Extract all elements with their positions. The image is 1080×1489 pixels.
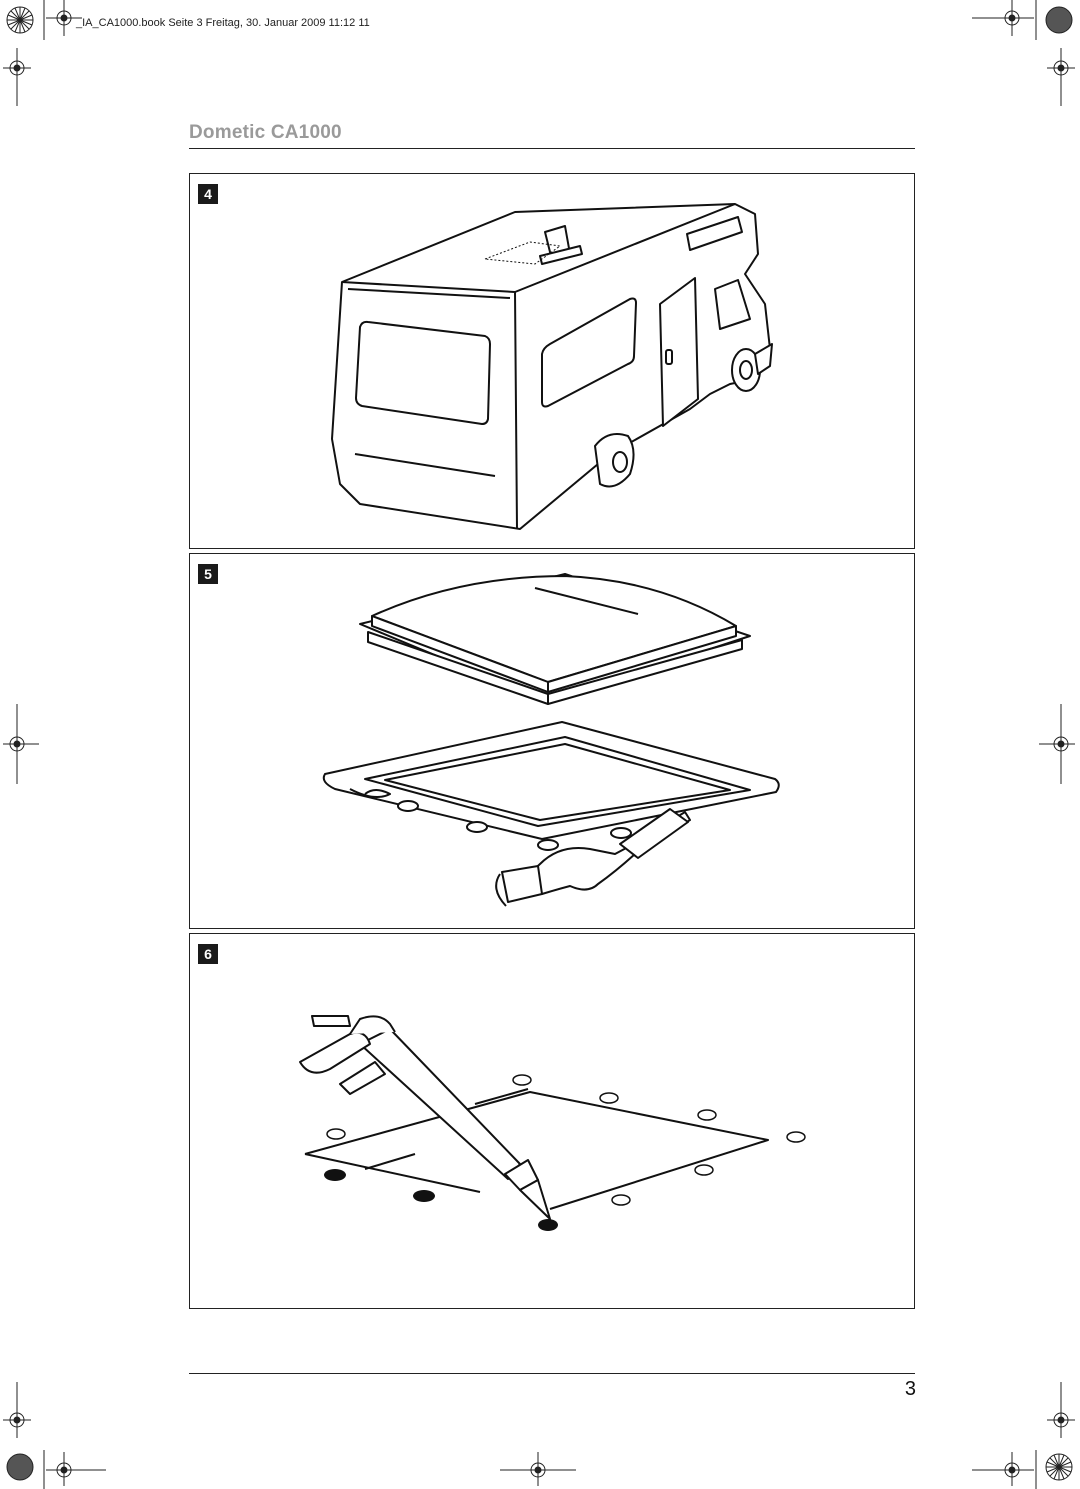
crosshair-icon — [46, 0, 82, 36]
crosshair-icon — [1047, 48, 1075, 106]
roof-hatch-and-frame-illustration — [322, 573, 780, 907]
crosshair-icon — [3, 48, 31, 106]
figure-number-badge: 5 — [198, 564, 218, 584]
print-slug-line: _IA_CA1000.book Seite 3 Freitag, 30. Jan… — [76, 17, 370, 29]
figure-number-badge: 4 — [198, 184, 218, 204]
crosshair-icon — [500, 1452, 576, 1486]
page-number: 3 — [904, 1378, 916, 1400]
print-target-icon — [6, 1453, 34, 1481]
figure-panel-4: 4 — [189, 173, 915, 549]
crosshair-icon — [972, 1452, 1034, 1486]
figure-number-badge: 6 — [198, 944, 218, 964]
crosshair-icon — [1039, 704, 1075, 784]
print-target-icon — [1045, 6, 1073, 34]
figure-panel-5: 5 — [189, 553, 915, 929]
figure-panel-6: 6 — [189, 933, 915, 1309]
crosshair-icon — [3, 1382, 31, 1438]
sealant-gun-illustration — [299, 1015, 806, 1231]
print-target-icon — [1045, 1453, 1073, 1481]
motorhome-roof-cutout-illustration — [331, 203, 773, 530]
crosshair-icon — [972, 0, 1034, 36]
crosshair-icon — [3, 704, 39, 784]
crosshair-icon — [1047, 1382, 1075, 1438]
crosshair-icon — [46, 1452, 106, 1486]
print-target-icon — [6, 6, 34, 34]
footer-rule — [189, 1373, 915, 1374]
header-rule — [189, 148, 915, 149]
page-title: Dometic CA1000 — [189, 122, 342, 143]
